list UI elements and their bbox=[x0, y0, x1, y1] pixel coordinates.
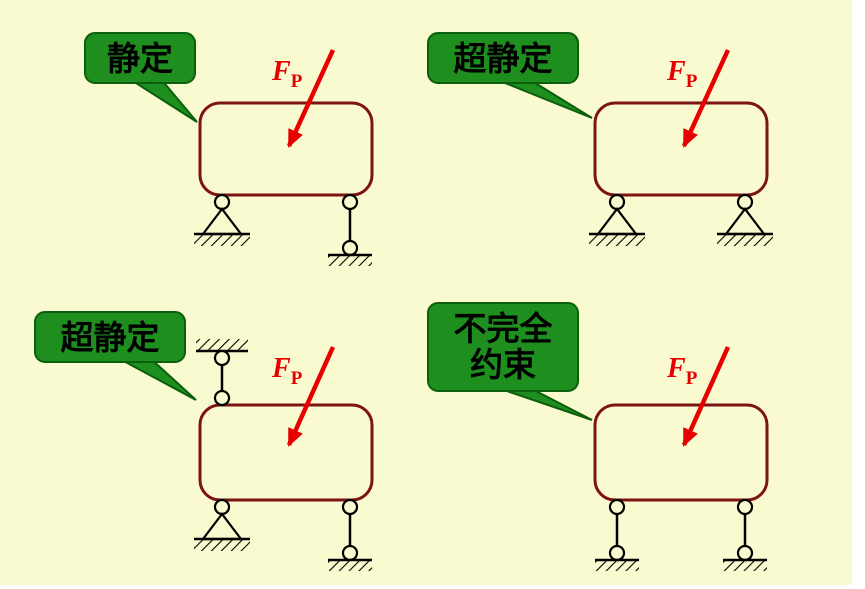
speech-bubble-body bbox=[84, 32, 196, 84]
force-symbol: F bbox=[271, 353, 291, 384]
force-subscript: P bbox=[686, 368, 698, 389]
bubble-label: 静定 bbox=[107, 40, 173, 77]
force-symbol: F bbox=[271, 56, 291, 87]
force-arrow-icon bbox=[286, 49, 336, 148]
force-label: FP bbox=[666, 353, 698, 389]
rigid-body-outline bbox=[198, 101, 374, 197]
rigid-body-outline bbox=[593, 403, 769, 502]
speech-bubble-body bbox=[34, 311, 186, 363]
speech-bubble-body bbox=[427, 32, 579, 84]
speech-bubble: 超静定 bbox=[34, 311, 197, 401]
force-arrow-icon bbox=[681, 49, 731, 148]
force-label: FP bbox=[271, 353, 303, 389]
force-arrow-icon bbox=[681, 346, 731, 447]
force-arrow-icon bbox=[286, 346, 336, 447]
speech-bubble: 静定 bbox=[84, 32, 198, 123]
force-symbol: F bbox=[666, 56, 686, 87]
bubble-label-line2: 约束 bbox=[470, 346, 536, 383]
force-label: FP bbox=[271, 56, 303, 92]
force-symbol: F bbox=[666, 353, 686, 384]
panel-top-right: 超静定 FP bbox=[427, 32, 775, 248]
rigid-body-outline bbox=[198, 403, 374, 502]
force-label: FP bbox=[666, 56, 698, 92]
force-subscript: P bbox=[291, 368, 303, 389]
rigid-body-outline bbox=[593, 101, 769, 197]
speech-bubble-body bbox=[427, 302, 579, 392]
panel-bottom-left: 超静定 FP bbox=[34, 311, 374, 573]
slide-background bbox=[0, 0, 852, 585]
force-subscript: P bbox=[686, 71, 698, 92]
speech-bubble: 超静定 bbox=[427, 32, 593, 119]
panel-top-left: 静定 FP bbox=[84, 32, 374, 268]
force-subscript: P bbox=[291, 71, 303, 92]
bubble-label-line1: 不完全 bbox=[454, 310, 554, 347]
panel-bottom-right: 不完全 约束 FP bbox=[427, 302, 769, 573]
speech-bubble: 不完全 约束 bbox=[427, 302, 593, 421]
bubble-label: 超静定 bbox=[61, 319, 160, 356]
bubble-label: 超静定 bbox=[454, 40, 553, 77]
